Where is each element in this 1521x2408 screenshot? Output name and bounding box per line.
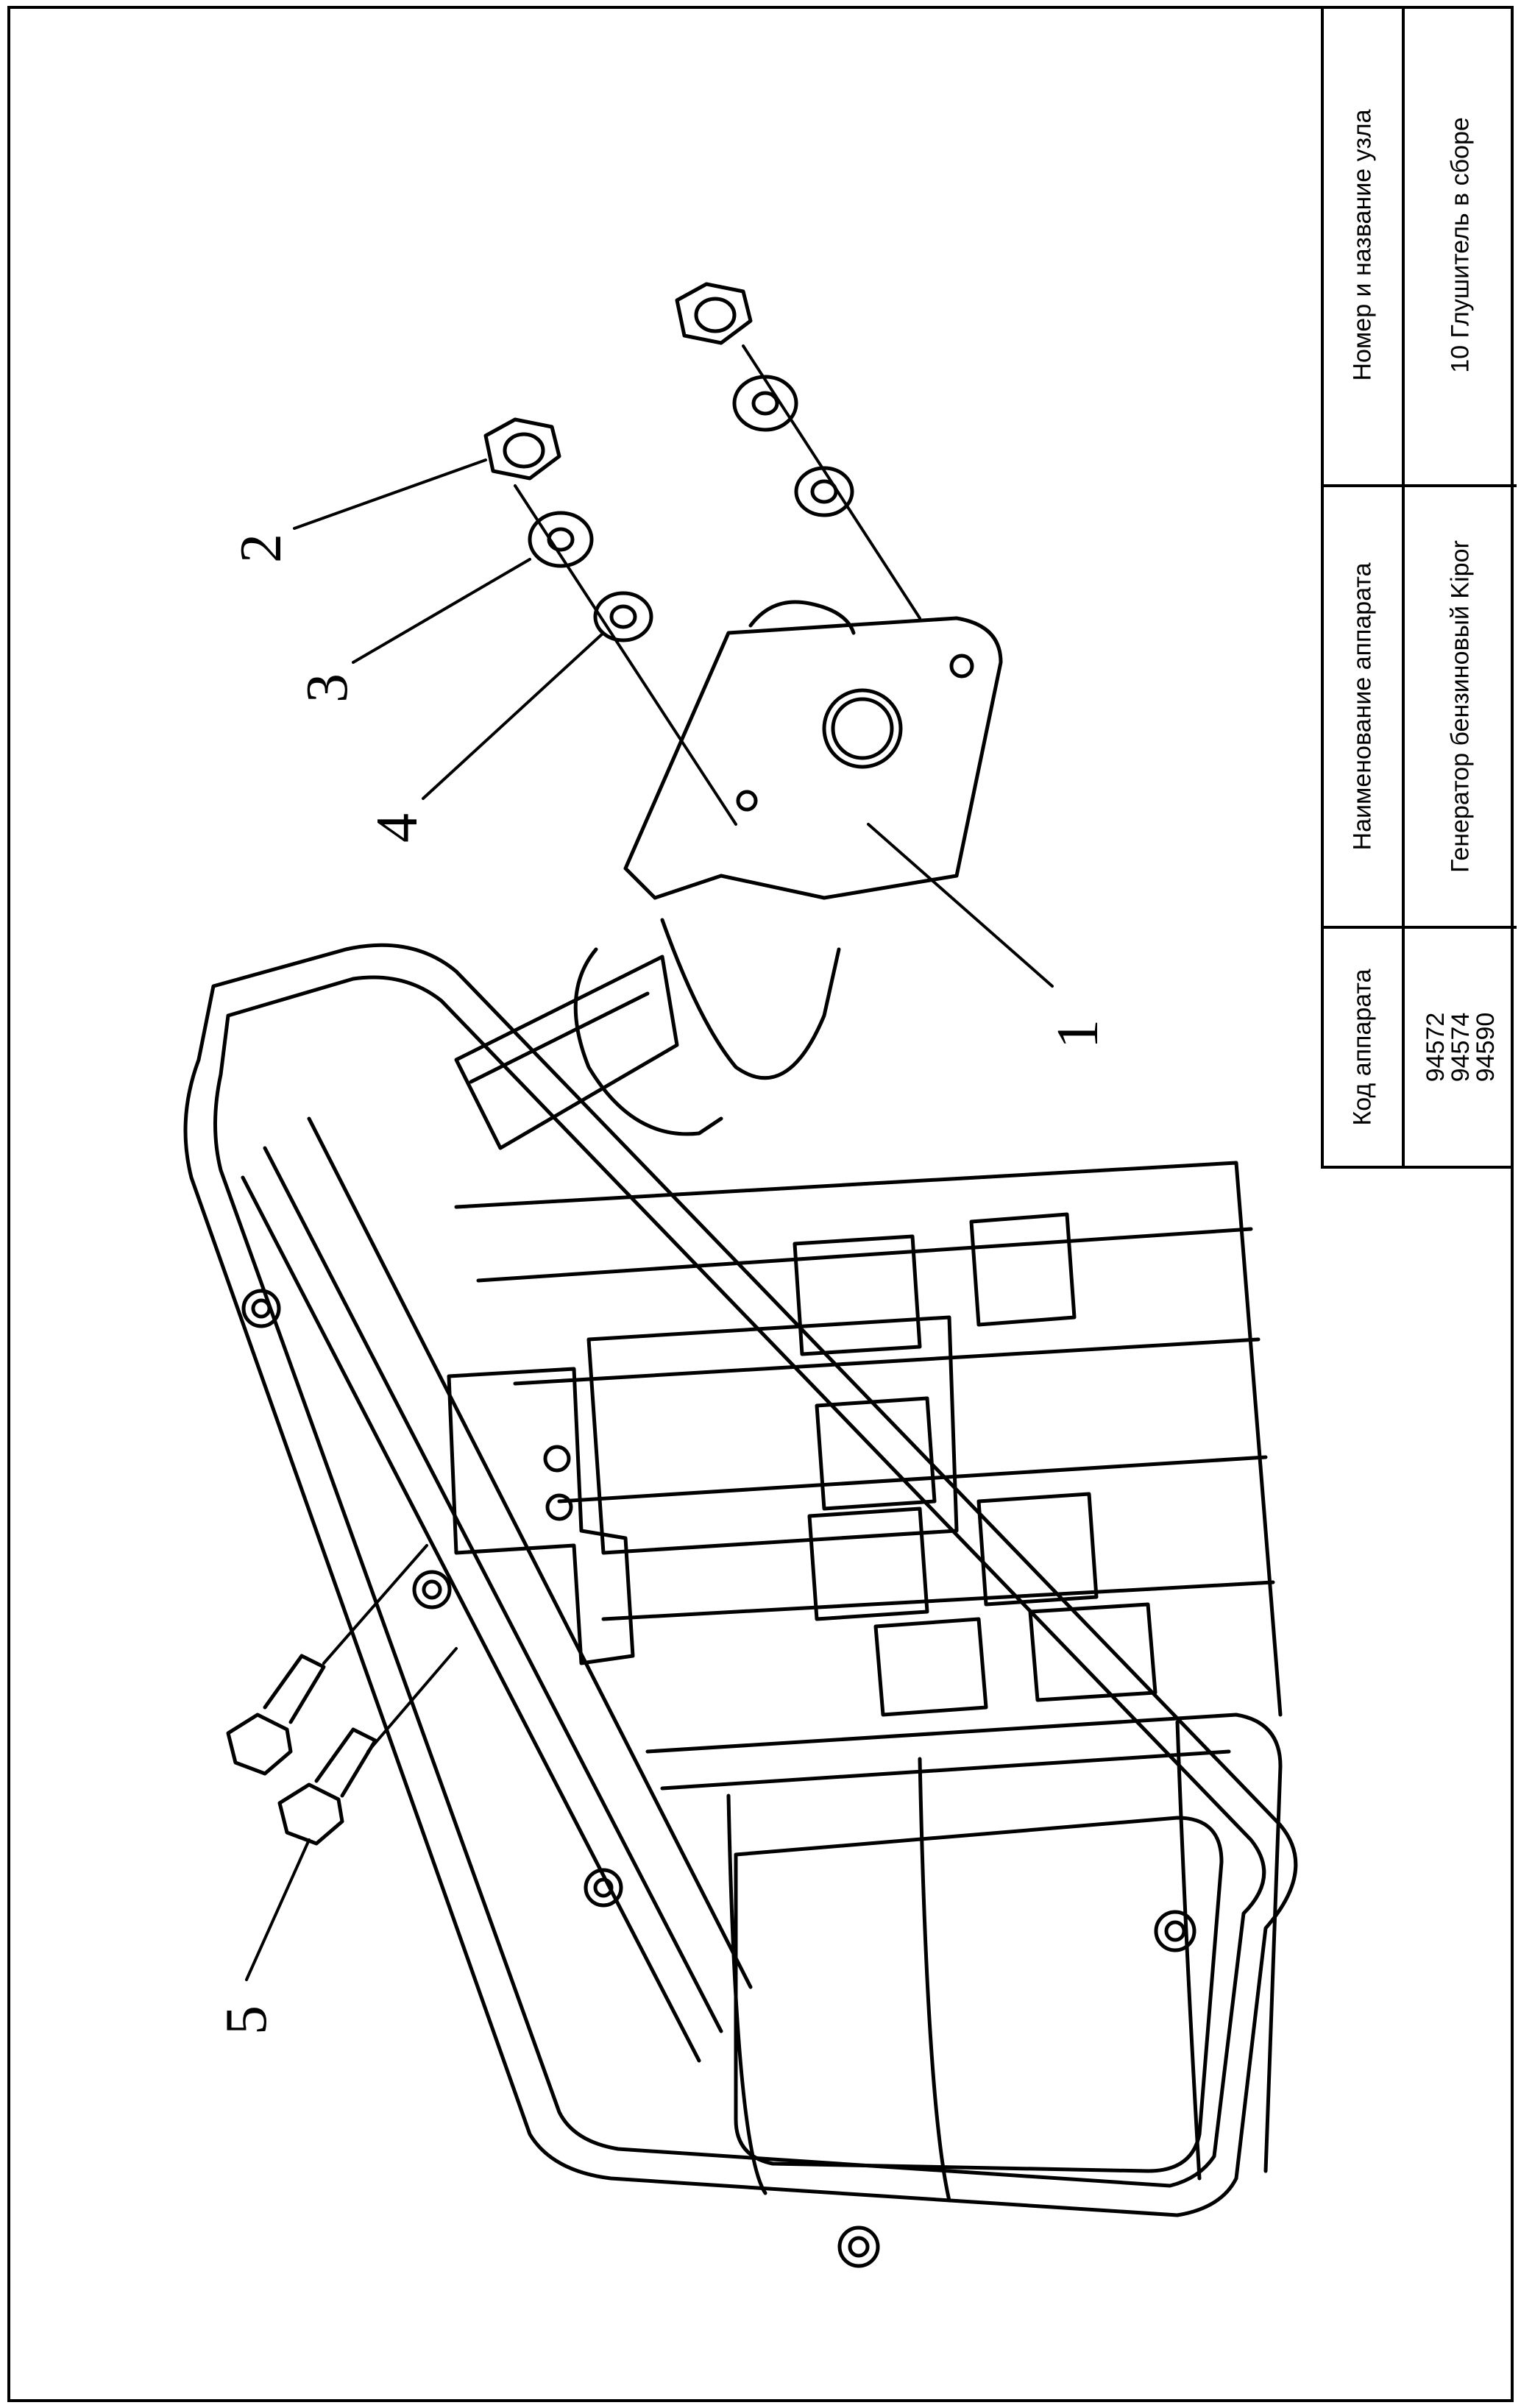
name-header-cell: Наименование аппарата [1324,487,1405,926]
name-value-cell: Генератор бензиновый Kipor [1405,487,1517,926]
code-value-2: 94574 [1447,1012,1475,1083]
title-col-name: Наименование аппарата Генератор бензинов… [1324,484,1517,926]
unit-header: Номер и название узла [1348,109,1377,381]
flange-bolts [241,1289,1196,2268]
code-value-3: 94590 [1472,1012,1500,1083]
title-col-code: Код аппарата 94572 94574 94590 [1324,926,1517,1166]
unit-value: 10 Глушитель в сборе [1446,117,1475,373]
washer-4 [593,466,854,642]
callout-4: 4 [365,813,430,843]
name-value: Генератор бензиновый Kipor [1446,540,1475,873]
drawing-frame [7,6,1514,2402]
nut-2 [483,282,753,481]
code-header: Код аппарата [1348,968,1377,1126]
name-header: Наименование аппарата [1348,562,1377,851]
callout-1: 1 [1046,1019,1110,1049]
callout-2: 2 [229,534,294,563]
callout-3: 3 [295,673,360,703]
code-header-cell: Код аппарата [1324,929,1405,1166]
code-value-1: 94572 [1422,1012,1450,1083]
leader-lines [245,344,1054,1981]
washer-3 [528,375,798,568]
unit-header-cell: Номер и название узла [1324,6,1405,484]
muffler-body [183,943,1298,2217]
outlet-bracket [454,600,1003,1150]
unit-value-cell: 10 Глушитель в сборе [1405,6,1517,484]
title-block: Номер и название узла 10 Глушитель в сбо… [1321,6,1517,1169]
code-value-cell: 94572 94574 94590 [1405,929,1517,1166]
callout-5: 5 [214,2005,279,2035]
code-values: 94572 94574 94590 [1422,1012,1500,1083]
bolt-5 [226,1654,377,1846]
title-col-unit: Номер и название узла 10 Глушитель в сбо… [1324,6,1517,484]
